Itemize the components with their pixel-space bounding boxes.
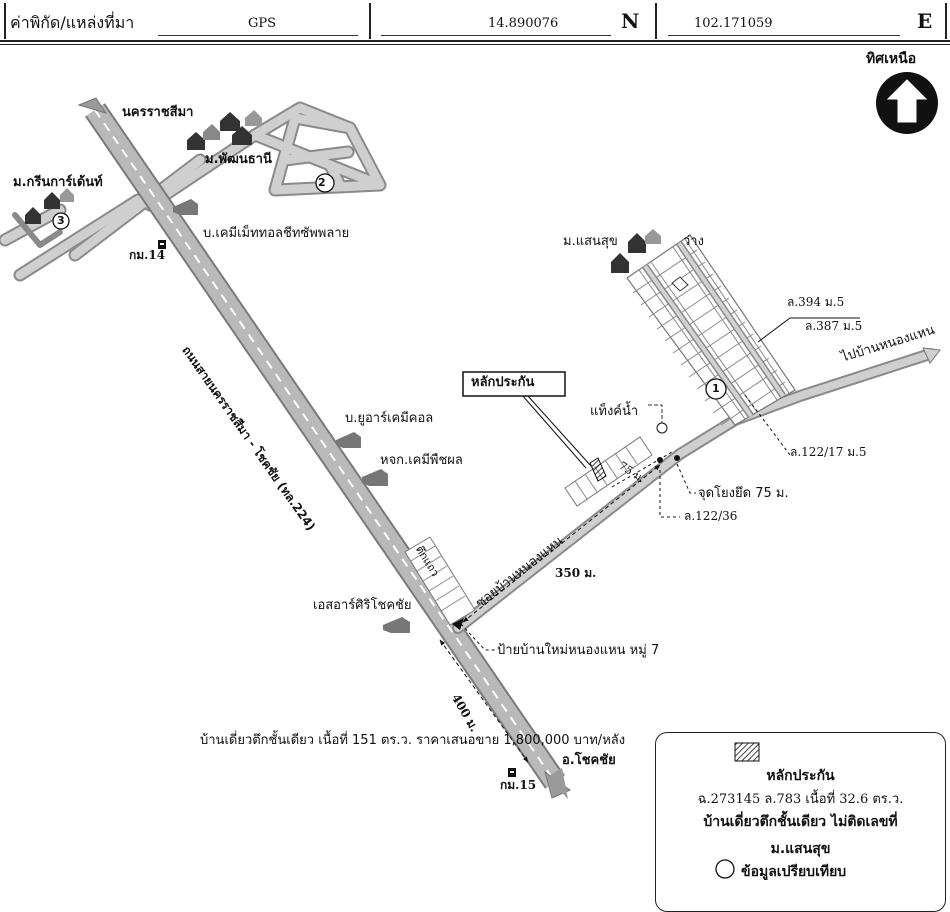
marker-3-label: 3 [57,214,65,227]
parcel-394-label: ล.394 ม.5 [787,295,845,309]
reference-point [657,457,663,463]
north-arrow-icon [876,72,938,134]
saensuk-village-grid [626,234,796,426]
longitude-value: 102.171059 [694,16,773,31]
saensuk-label: ม.แสนสุข [563,234,618,249]
latitude-underline [381,35,611,36]
factory-icons [173,199,410,633]
lon-direction: E [917,9,933,33]
legend-comparison: ข้อมูลเปรียบเทียบ [741,864,847,880]
village-sign-label: ป้ายบ้านใหม่หนองแหน หมู่ 7 [497,643,660,658]
parcel-387-label: ล.387 ม.5 [805,319,863,333]
lat-direction: N [621,9,640,33]
location-map: ม.กรีนการ์เด้นท์ นครราชสีมา ม.พัฒนธานี 2… [0,44,950,912]
to-korat-arrow-icon [77,97,108,114]
shophouse-row [404,536,476,626]
reference-point [674,455,680,461]
phatthana-thani-label: ม.พัฒนธานี [205,152,272,167]
agri-chemical-label: หจก.เคมีพืชผล [380,453,463,468]
reference-point-label: จุดโยงยึด 75 ม. [698,486,789,501]
comparison-markers [52,173,727,400]
coordinate-header: ค่าพิกัด/แหล่งที่มา GPS 14.890076 N 102.… [0,0,950,45]
source-underline [158,35,358,36]
sr-chokchai-label: เอสอาร์ศิริโชคชัย [313,598,412,613]
dimension-lines [439,317,860,763]
main-highway [77,97,571,799]
legend-village: ม.แสนสุข [770,841,831,857]
to-korat-label: นครราชสีมา [122,105,194,120]
parcel-122-36-label: ล.122/36 [684,509,738,523]
water-tank-icon [648,404,668,434]
km14-label: กม.14 [129,248,166,262]
header-divider [0,3,947,39]
coord-label: ค่าพิกัด/แหล่งที่มา [10,13,135,32]
marker-2-label: 2 [318,176,326,189]
header-divider [0,3,371,39]
collateral-legend-icon [734,742,760,762]
collateral-box-label: หลักประกัน [471,375,535,390]
legend-box: หลักประกัน ฉ.273145 ล.783 เนื้อที่ 32.6 … [655,732,946,912]
water-tank-label: แท็งค์น้ำ [590,404,639,419]
village-roads [0,101,387,282]
parcel-122-17-label: ล.122/17 ม.5 [790,445,867,459]
legend-house: บ้านเดี่ยวตึกชั้นเดียว ไม่ติดเลขที่ [703,814,898,830]
house-icons [25,110,661,273]
chemical-company-label: บ.เคมีเม็ททอลชีทซัพพลาย [203,226,350,241]
u-chemical-label: บ.ยูอาร์เคมีคอล [345,411,434,426]
comparison-note: บ้านเดี่ยวตึกชั้นเดียว เนื้อที่ 151 ตร.ว… [200,733,626,748]
legend-title: หลักประกัน [766,768,835,784]
marker-1-label: 1 [712,382,720,395]
green-garden-label: ม.กรีนการ์เด้นท์ [13,175,103,190]
vacant-label: ว่าง [683,234,704,249]
callout-arrows [452,618,464,630]
to-chokchai-label: อ.โชคชัย [562,753,616,768]
latitude-value: 14.890076 [488,16,559,31]
header-divider [0,3,657,39]
north-label: ทิศเหนือ [866,51,917,67]
legend-symbols [715,742,760,879]
comparison-legend-icon [715,859,735,879]
km-post-icons [158,240,516,777]
longitude-underline [668,35,900,36]
header-divider [4,3,6,39]
source-value: GPS [248,16,277,31]
distance-350-label: 350 ม. [555,566,597,580]
km15-label: กม.15 [500,778,537,792]
header-rule [0,40,950,42]
header-rule [0,44,950,45]
collateral-label-box [462,371,566,397]
legend-deed: ฉ.273145 ล.783 เนื้อที่ 32.6 ตร.ว. [697,792,904,807]
map-canvas [0,72,941,799]
